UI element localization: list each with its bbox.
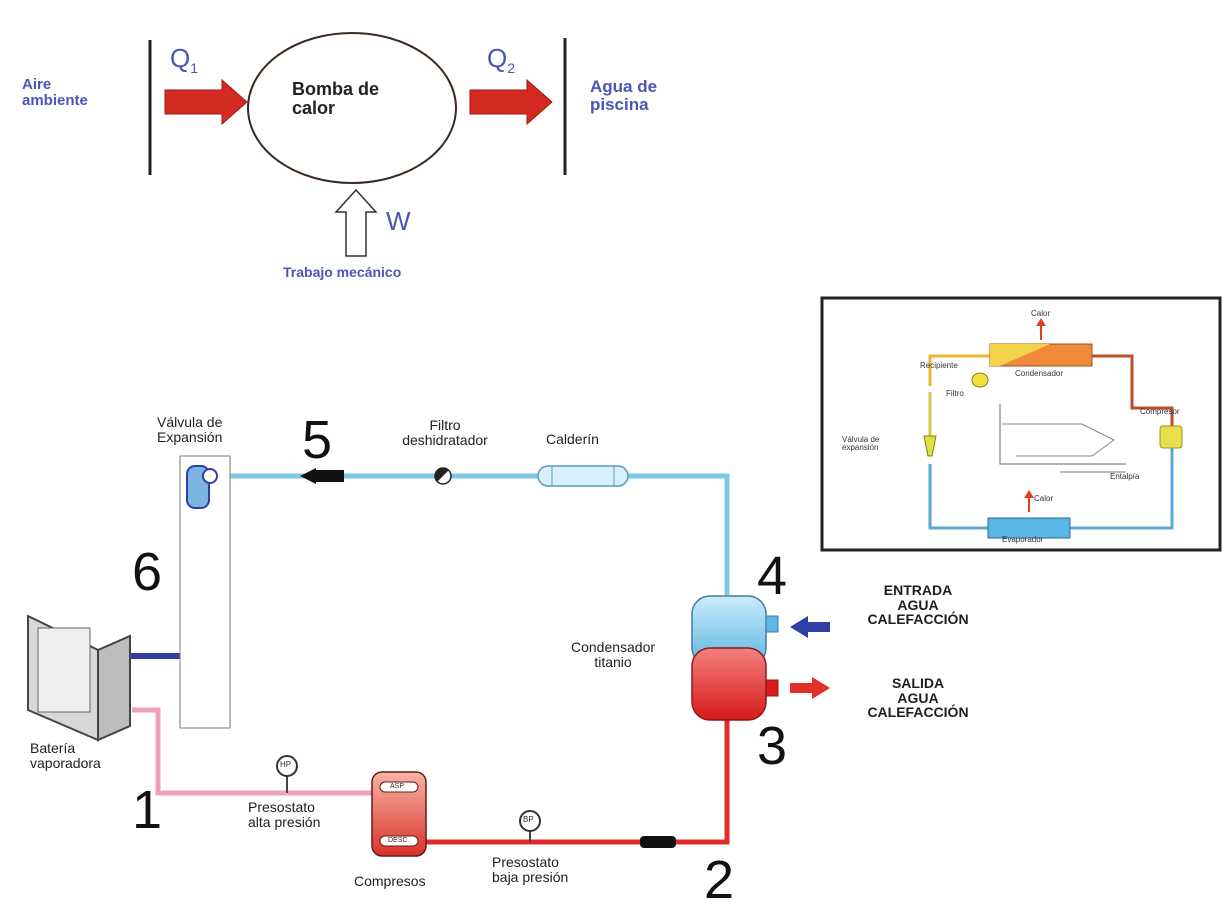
inset-heat-in-head — [1024, 490, 1034, 498]
bp-gauge-label: BP — [523, 815, 534, 824]
inset-valve — [923, 435, 937, 457]
point-3-label: 3 — [757, 716, 788, 776]
low-pressure-switch-label: Presostato baja presión — [492, 854, 569, 885]
water-in-label: ENTRADA AGUA CALEFACCIÓN — [867, 582, 969, 628]
suction-line — [132, 707, 372, 796]
bp-gauge — [519, 810, 541, 832]
filter-dehydrator-half — [434, 467, 449, 482]
q2-label: Q2 — [487, 43, 516, 77]
point-6-label: 6 — [132, 542, 163, 602]
receiver-tank — [537, 465, 629, 487]
q2-heat-arrow — [469, 78, 553, 126]
inset-receiver — [971, 372, 989, 388]
condenser-label: Condensador titanio — [570, 639, 656, 670]
condenser-inlet-port — [765, 615, 779, 633]
evaporator-side — [97, 634, 131, 742]
check-valve-bottom — [640, 836, 676, 848]
inset-label-compresor: Compresor — [1140, 407, 1180, 416]
hp-gauge-label: HP — [280, 760, 292, 769]
q1-label: Q1 — [170, 43, 199, 77]
water-out-arrow — [790, 677, 830, 699]
inset-ph-cycle — [1002, 423, 1115, 457]
compressor-body — [371, 771, 427, 857]
inset-pipe-top — [928, 354, 990, 386]
inset-label-entalpia: Entalpía — [1110, 472, 1140, 481]
water-in-arrow — [790, 616, 830, 638]
receiver-label: Calderín — [546, 431, 599, 447]
expansion-valve-cap — [202, 468, 218, 484]
compressor-tag-top — [379, 781, 419, 793]
evaporator-fins — [37, 627, 91, 713]
high-pressure-switch-label: Presostato alta presión — [248, 799, 321, 830]
hp-gauge — [276, 755, 298, 777]
heat-pump-label: Bomba de calor — [292, 79, 380, 118]
inset-compressor — [1159, 425, 1183, 449]
inset-label-evaporador: Evaporador — [1002, 535, 1044, 544]
compressor-tag-desc: DESC — [388, 837, 408, 844]
q2-subscript: 2 — [507, 60, 516, 77]
q1-heat-arrow — [164, 78, 248, 126]
compressor-tag-bottom — [379, 835, 419, 847]
point-4-label: 4 — [757, 546, 788, 606]
inset-label-calor-bottom: Calor — [1034, 494, 1054, 503]
heat-pump-circle — [247, 32, 457, 184]
q1-symbol: Q — [170, 43, 191, 73]
source-label: Aire ambiente — [22, 76, 88, 109]
check-valve-top — [316, 470, 344, 482]
inset-label-filtro: Filtro — [946, 389, 964, 398]
liquid-line — [218, 473, 730, 595]
sink-label: Agua de piscina — [590, 77, 658, 114]
work-caption: Trabajo mecánico — [283, 264, 402, 280]
inset-evaporator — [987, 517, 1071, 539]
inset-pipe-right-low — [1070, 446, 1174, 530]
inset-label-calor-top: Calor — [1031, 309, 1051, 318]
condenser-outlet-port — [765, 679, 779, 697]
q1-subscript: 1 — [190, 60, 199, 77]
work-symbol: W — [386, 206, 411, 236]
point-1-label: 1 — [132, 780, 163, 840]
inset-ph-axes — [999, 404, 1126, 465]
inset-pipe-right — [1092, 354, 1174, 428]
point-5-label: 5 — [302, 410, 333, 470]
inset-condenser-shade — [990, 344, 1050, 366]
point-2-label: 2 — [704, 850, 735, 910]
q2-symbol: Q — [487, 43, 508, 73]
inset-label-valvula: Válvula de expansión — [842, 435, 880, 453]
evaporator-label: Batería vaporadora — [30, 740, 101, 771]
inset-cycle-diagram — [820, 296, 1222, 552]
inset-label-recipiente: Recipiente — [920, 361, 958, 370]
compressor-tag-asp: ASP — [390, 783, 405, 790]
expansion-valve-label: Válvula de Expansión — [157, 414, 223, 445]
flow-arrow-top — [300, 468, 316, 484]
discharge-line — [424, 718, 730, 845]
condenser-bottom — [691, 647, 767, 721]
inset-pipe-bottom — [928, 464, 988, 530]
compressor-label: Compresos — [354, 873, 426, 889]
inset-label-condensador: Condensador — [1015, 369, 1064, 378]
filter-label: Filtro deshidratador — [402, 417, 488, 448]
water-out-label: SALIDA AGUA CALEFACCIÓN — [867, 675, 969, 721]
work-arrow — [334, 188, 378, 257]
inset-heat-out-head — [1036, 318, 1046, 326]
